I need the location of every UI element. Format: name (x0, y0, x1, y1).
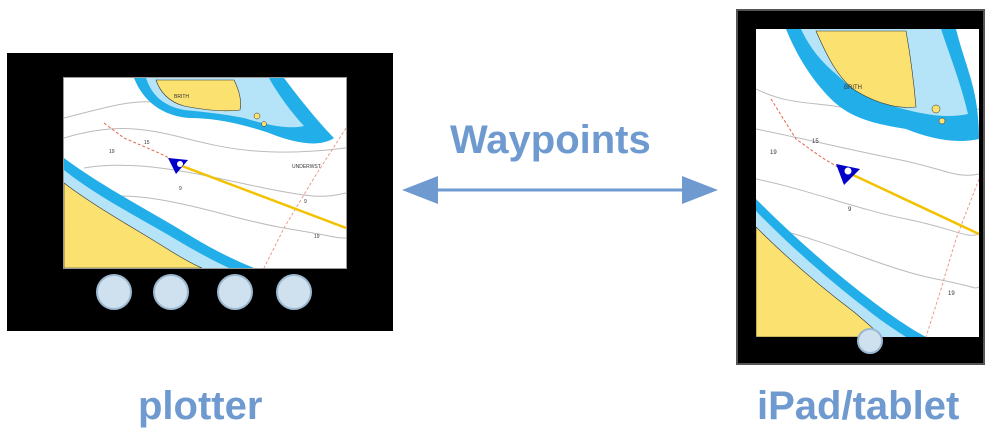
tablet-home-button[interactable] (857, 328, 883, 354)
plotter-place-name: UNDERWST (292, 164, 321, 170)
plotter-button-4[interactable] (276, 274, 312, 310)
plotter-depth-1: 19 (109, 149, 115, 155)
plotter-label: plotter (138, 384, 263, 428)
tablet-nautical-chart: BRITH 19 15 9 19 (756, 29, 979, 337)
tablet-chart-screen: BRITH 19 15 9 19 (756, 29, 979, 337)
plotter-button-3[interactable] (217, 274, 253, 310)
plotter-device: BRITH UNDERWST 19 15 9 9 19 (7, 53, 393, 331)
plotter-depth-4: 9 (304, 199, 307, 205)
tablet-depth-2: 15 (812, 139, 819, 145)
plotter-button-2[interactable] (153, 274, 189, 310)
plotter-depth-3: 9 (179, 186, 182, 192)
plotter-nautical-chart: BRITH UNDERWST 19 15 9 9 19 (64, 78, 346, 268)
plotter-chart-screen: BRITH UNDERWST 19 15 9 9 19 (63, 77, 347, 269)
plotter-depth-5: 19 (314, 234, 320, 240)
tablet-depth-1: 19 (770, 150, 777, 156)
tablet-island-name: BRITH (844, 85, 862, 91)
double-arrow-icon (402, 176, 718, 204)
plotter-island-name: BRITH (174, 94, 189, 100)
tablet-device: BRITH 19 15 9 19 (736, 9, 985, 365)
plotter-depth-2: 15 (144, 140, 150, 146)
plotter-button-1[interactable] (96, 274, 132, 310)
waypoints-label: Waypoints (450, 118, 651, 162)
tablet-depth-4: 19 (948, 291, 955, 297)
tablet-depth-3: 9 (848, 207, 852, 213)
tablet-label: iPad/tablet (757, 384, 960, 428)
